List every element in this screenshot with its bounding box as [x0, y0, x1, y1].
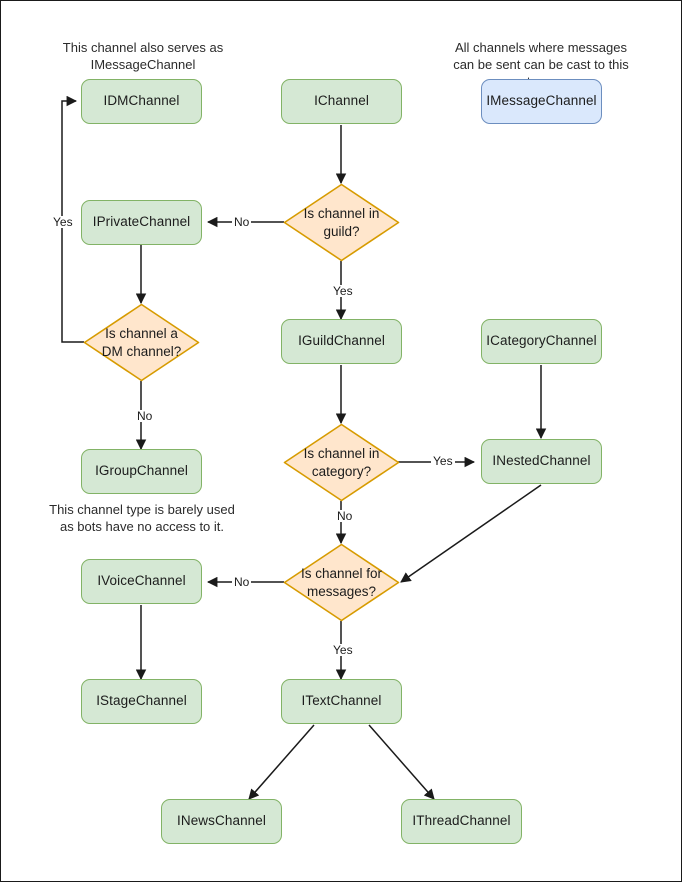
node-imessagechannel[interactable]: IMessageChannel: [481, 79, 602, 124]
note-dm-channel: This channel also serves as IMessageChan…: [62, 40, 224, 73]
edge-label-guild-yes: Yes: [331, 284, 355, 298]
decision-line-2: messages?: [306, 583, 377, 599]
decision-line-1: Is channel in: [303, 205, 380, 221]
decision-is-channel-a-dm-channel[interactable]: Is channel a DM channel?: [83, 303, 200, 382]
node-inewschannel[interactable]: INewsChannel: [161, 799, 282, 844]
diamond-shape: [283, 183, 400, 262]
node-iguildchannel[interactable]: IGuildChannel: [281, 319, 402, 364]
edge-label-guild-no: No: [232, 215, 252, 229]
diamond-shape: [283, 543, 400, 622]
node-istagechannel[interactable]: IStageChannel: [81, 679, 202, 724]
edge-label-dm-yes: Yes: [51, 215, 75, 229]
edge-label-category-no: No: [335, 509, 355, 523]
node-ichannel[interactable]: IChannel: [281, 79, 402, 124]
edge-label-dm-no: No: [135, 409, 155, 423]
decision-line-1: Is channel for: [300, 565, 383, 581]
decision-is-channel-in-guild[interactable]: Is channel in guild?: [283, 183, 400, 262]
decision-line-1: Is channel in: [303, 445, 380, 461]
decision-is-channel-in-category[interactable]: Is channel in category?: [283, 423, 400, 502]
edge-label-messages-no: No: [232, 575, 252, 589]
note-group-channel: This channel type is barely used as bots…: [49, 502, 235, 535]
diamond-shape: [283, 423, 400, 502]
node-iprivatechannel[interactable]: IPrivateChannel: [81, 200, 202, 245]
edge-nested-to-messages: [400, 484, 542, 583]
edge-label-category-yes: Yes: [431, 454, 455, 468]
node-icategorychannel[interactable]: ICategoryChannel: [481, 319, 602, 364]
node-idmchannel[interactable]: IDMChannel: [81, 79, 202, 124]
decision-label: Is channel for messages?: [283, 543, 400, 622]
decision-line-2: DM channel?: [101, 343, 182, 359]
edge-text-to-thread: [368, 724, 435, 800]
decision-line-2: guild?: [323, 223, 360, 239]
node-igroupchannel[interactable]: IGroupChannel: [81, 449, 202, 494]
decision-label: Is channel a DM channel?: [83, 303, 200, 382]
decision-is-channel-for-messages[interactable]: Is channel for messages?: [283, 543, 400, 622]
decision-label: Is channel in guild?: [283, 183, 400, 262]
decision-line-1: Is channel a: [105, 325, 178, 341]
node-ivoicechannel[interactable]: IVoiceChannel: [81, 559, 202, 604]
node-inestedchannel[interactable]: INestedChannel: [481, 439, 602, 484]
edge-text-to-news: [248, 724, 315, 800]
decision-line-2: category?: [311, 463, 372, 479]
decision-label: Is channel in category?: [283, 423, 400, 502]
note-message-channel: All channels where messages can be sent …: [453, 40, 629, 89]
node-ithreadchannel[interactable]: IThreadChannel: [401, 799, 522, 844]
diamond-shape: [83, 303, 200, 382]
node-itextchannel[interactable]: ITextChannel: [281, 679, 402, 724]
edge-label-messages-yes: Yes: [331, 643, 355, 657]
